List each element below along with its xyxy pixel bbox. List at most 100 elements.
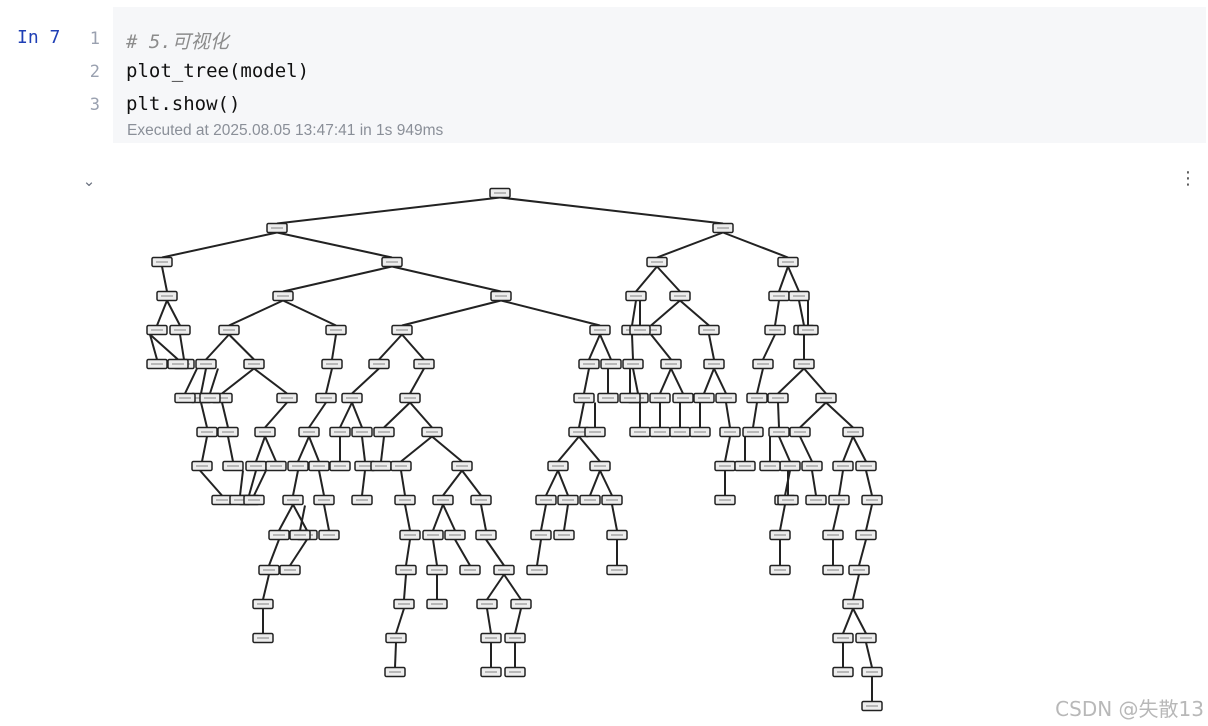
tree-node (351, 426, 373, 438)
cell-prompt: In 7 (17, 27, 61, 48)
tree-edge (811, 470, 817, 496)
tree-node (714, 460, 736, 472)
code-cell[interactable] (113, 7, 1206, 143)
tree-node (622, 358, 644, 370)
output-menu-button[interactable]: ⋮ (1179, 168, 1197, 190)
tree-node (426, 598, 448, 610)
tree-edge (205, 333, 230, 361)
tree-node (217, 426, 239, 438)
tree-edge (297, 436, 310, 462)
tree-edge (395, 608, 405, 634)
tree-edge (842, 608, 854, 634)
tree-edge (679, 299, 710, 327)
tree-edge (278, 504, 294, 531)
tree-edge (583, 368, 590, 394)
tree-edge (852, 608, 867, 634)
tree-node (391, 324, 413, 336)
chevron-down-icon: ⌄ (82, 172, 96, 190)
tree-node (712, 222, 734, 234)
tree-edge (351, 402, 363, 428)
tree-edge (803, 367, 827, 395)
tree-edge (361, 436, 366, 462)
tree-edge (409, 401, 433, 429)
watermark: CSDN @失散13 (1055, 697, 1204, 721)
tree-node (459, 564, 481, 576)
tree-edge (308, 401, 327, 429)
tree-node (861, 700, 883, 712)
tree-node (243, 358, 265, 370)
tree-edge (262, 574, 270, 600)
tree-node (579, 494, 601, 506)
tree-edge (545, 470, 559, 496)
tree-node (370, 460, 392, 472)
line-number-1: 1 (89, 29, 100, 49)
collapse-output-button[interactable]: ⌄ (80, 172, 98, 190)
tree-node (822, 529, 844, 541)
tree-node (788, 290, 810, 302)
tree-node (535, 494, 557, 506)
tree-node (861, 494, 883, 506)
tree-node (589, 324, 611, 336)
tree-node (341, 392, 363, 404)
tree-edge (774, 300, 780, 326)
code-line-plot-tree[interactable]: plot_tree(model) (126, 60, 310, 82)
tree-node (276, 392, 298, 404)
tree-edge (779, 504, 786, 531)
tree-node (266, 222, 288, 234)
tree-edge (404, 504, 411, 531)
tree-edge (799, 401, 827, 429)
tree-node (272, 290, 294, 302)
tree-edge (264, 401, 288, 429)
tree-edge (713, 368, 727, 394)
tree-edge (708, 334, 715, 360)
tree-edge (659, 368, 672, 394)
tree-node (746, 392, 768, 404)
tree-node (313, 494, 335, 506)
tree-node (553, 529, 575, 541)
code-line-comment[interactable]: # 5.可视化 (126, 31, 229, 53)
tree-edge (201, 436, 208, 462)
tree-node (381, 256, 403, 268)
tree-node (444, 529, 466, 541)
tree-edge (161, 231, 278, 259)
tree-node (672, 392, 694, 404)
tree-node (385, 632, 407, 644)
tree-leaf (649, 426, 671, 438)
tree-edge (563, 504, 569, 531)
tree-node (298, 426, 320, 438)
tree-node (828, 494, 850, 506)
tree-edge (599, 470, 613, 496)
tree-node (279, 564, 301, 576)
tree-edge (778, 436, 791, 462)
tree-node (510, 598, 532, 610)
tree-node (265, 460, 287, 472)
tree-edge (378, 333, 403, 361)
tree-node (793, 358, 815, 370)
tree-node (573, 392, 595, 404)
tree-edge (391, 265, 502, 293)
tree-node (855, 632, 877, 644)
tree-edge (454, 539, 471, 566)
tree-node (325, 324, 347, 336)
tree-edge (756, 368, 764, 394)
tree-node (373, 426, 395, 438)
tree-edge (282, 265, 393, 293)
tree-edge (432, 539, 438, 566)
code-line-show[interactable]: plt.show() (126, 93, 241, 115)
tree-edge (299, 505, 306, 531)
tree-node (805, 494, 827, 506)
tree-node (715, 392, 737, 404)
tree-edge (442, 469, 463, 497)
tree-node (649, 392, 671, 404)
tree-leaf (146, 358, 168, 370)
tree-node (315, 392, 337, 404)
tree-edge (540, 504, 547, 531)
tree-node (351, 494, 373, 506)
tree-edge (431, 435, 463, 463)
tree-node (493, 564, 515, 576)
tree-node (768, 290, 790, 302)
tree-node (169, 324, 191, 336)
tree-node (693, 392, 715, 404)
tree-edge (227, 436, 234, 462)
tree-edge (325, 368, 333, 394)
